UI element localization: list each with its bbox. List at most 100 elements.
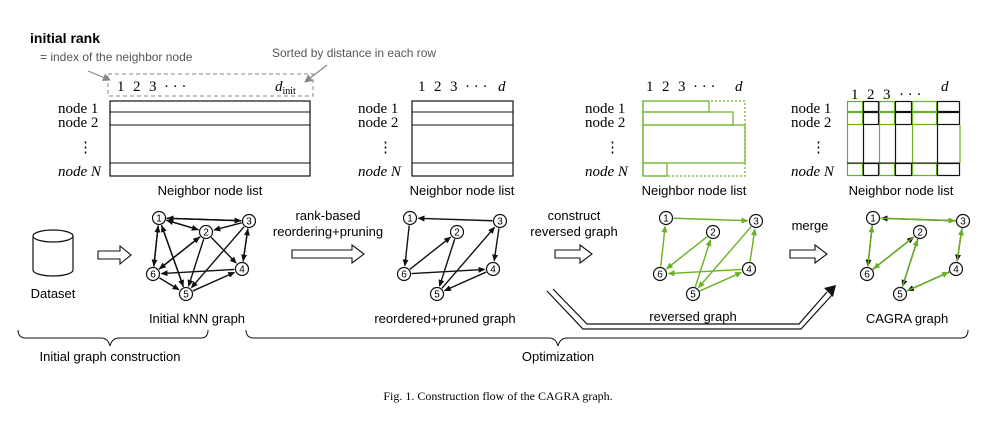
col-label-1: 1 [418,79,426,95]
graph-node-label: 5 [690,290,696,301]
list-caption: Neighbor node list [410,183,515,198]
list-caption: Neighbor node list [642,183,747,198]
row-label-nodeN: node N [58,164,102,180]
col-label-3: 3 [678,79,686,95]
graph-edge [192,271,236,292]
graph-edge [660,225,668,267]
step-rank-line1: rank-based [295,208,360,223]
graph-node-label: 5 [897,290,903,301]
graph-node-circle [234,261,250,277]
graph-edge [402,225,410,267]
merged-cell [878,100,896,113]
merged-cell [846,111,864,126]
graph-node-label: 6 [401,270,407,281]
brace-initial-construction [17,329,209,347]
reordered-pruned-graph: 1 2 3 4 5 6 [396,210,508,302]
graph-edge [749,228,757,262]
graph-edge [665,236,708,270]
graph-node-label: 3 [753,217,759,228]
graph-node-label: 1 [663,214,669,225]
graph-label-reversed: reversed graph [649,309,736,324]
col-label-3: 3 [450,79,458,95]
step-merge: merge [792,218,829,233]
dataset-cylinder-icon [32,229,74,277]
graph-node-circle [748,213,764,229]
step-reverse-line2: reversed graph [530,224,617,239]
merged-cell [936,100,961,113]
merged-cell [894,100,913,113]
graph-node-circle [178,286,194,302]
merged-cell [862,100,880,113]
merged-cell [911,100,938,113]
col-label-3: 3 [149,79,157,95]
neighbor-list-initial: 1 2 3 · · · dinit node 1 node 2 ⋮ node N… [58,79,311,198]
graph-node-circle [865,210,881,226]
graph-node-circle [892,286,908,302]
graph-node-circle [685,286,701,302]
hollow-arrow-rank [291,243,365,265]
graph-label-cagra: CAGRA graph [866,311,948,326]
hollow-arrow-reverse [554,243,593,265]
graph-node-circle [449,224,465,240]
graph-node-circle [151,210,167,226]
merged-cell [878,162,896,177]
graph-node-label: 6 [657,270,663,281]
row-label-node1: node 1 [585,101,625,117]
merged-cell [911,111,938,126]
merged-cell [936,162,961,177]
graph-edge [190,226,245,289]
graph-node-circle [145,266,161,282]
graph-node-label: 2 [203,228,209,239]
col-label-dots: · · · [164,79,187,95]
row-label-vdots: ⋮ [811,140,826,156]
graph-node-label: 5 [434,290,440,301]
brace-optimization [245,329,969,347]
graph-node-label: 4 [490,265,496,276]
graph-edge [492,228,500,262]
graph-edge [699,271,743,292]
row-label-node2: node 2 [58,115,98,131]
graph-node-circle [396,266,412,282]
sorted-note: Sorted by distance in each row [272,46,436,60]
graph-node-label: 1 [407,214,413,225]
list-caption: Neighbor node list [158,183,263,198]
graph-node-label: 2 [454,228,460,239]
hollow-arrow-merge [789,243,828,265]
col-label-d: d [735,79,743,95]
graph-node-label: 3 [497,217,503,228]
graph-edge [956,228,964,262]
graph-node-circle [485,261,501,277]
neighbor-list-reordered: 1 2 3 · · · d node 1 node 2 ⋮ node N Nei… [358,79,515,198]
graph-node-circle [955,213,971,229]
col-label-3: 3 [883,87,891,103]
row-label-node1: node 1 [58,101,98,117]
col-label-1: 1 [646,79,654,95]
row-label-vdots: ⋮ [378,140,393,156]
graph-node-label: 1 [156,214,162,225]
col-label-dots: · · · [693,79,716,95]
graph-edge [673,217,749,224]
phase-label-initial: Initial graph construction [40,349,181,364]
graph-edge [906,271,950,292]
graph-edge [158,236,201,270]
graph-node-circle [948,261,964,277]
row-label-node1: node 1 [358,101,398,117]
merged-cell [846,162,864,177]
neighbor-list-reversed: 1 2 3 · · · d node 1 node 2 ⋮ node N Nei… [585,79,747,198]
col-label-1: 1 [117,79,125,95]
graph-node-circle [741,261,757,277]
graph-edge [417,215,493,222]
graph-node-label: 4 [953,265,959,276]
row-label-nodeN: node N [358,164,402,180]
step-reverse-line1: construct [548,208,601,223]
graph-node-label: 4 [239,265,245,276]
merged-cell [911,162,938,177]
graph-node-circle [652,266,668,282]
row-label-node2: node 2 [358,115,398,131]
graph-node-label: 3 [246,217,252,228]
graph-node-label: 6 [864,270,870,281]
row-label-node2: node 2 [791,115,831,131]
graph-node-circle [912,224,928,240]
